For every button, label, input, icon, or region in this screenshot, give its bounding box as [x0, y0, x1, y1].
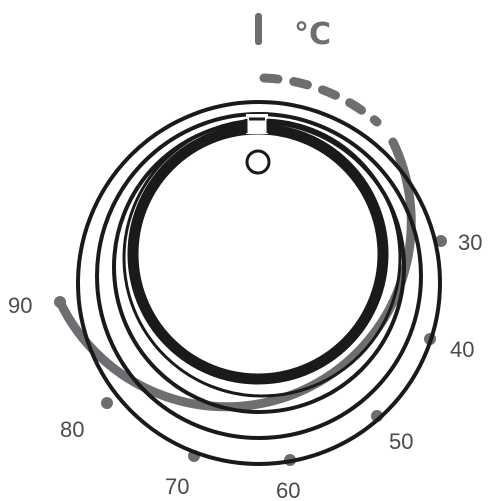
label-90: 90 [8, 293, 32, 318]
tick-80 [101, 397, 113, 409]
knob-outer-ring [76, 100, 442, 466]
label-80: 80 [60, 417, 84, 442]
scale-ticks [54, 235, 447, 466]
label-70: 70 [165, 474, 189, 499]
indicator-dot-icon [245, 149, 271, 175]
unit-label: °C [294, 17, 331, 52]
label-40: 40 [450, 337, 474, 362]
temperature-labels: 30 40 50 60 70 80 90 [8, 230, 482, 501]
label-60: 60 [276, 478, 300, 501]
label-30: 30 [458, 230, 482, 255]
tick-30 [435, 235, 447, 247]
label-50: 50 [389, 429, 413, 454]
tick-90 [54, 296, 66, 308]
pointer-notch-icon [244, 114, 270, 134]
scale-dashed-arc [259, 73, 382, 127]
power-on-icon [255, 13, 262, 45]
